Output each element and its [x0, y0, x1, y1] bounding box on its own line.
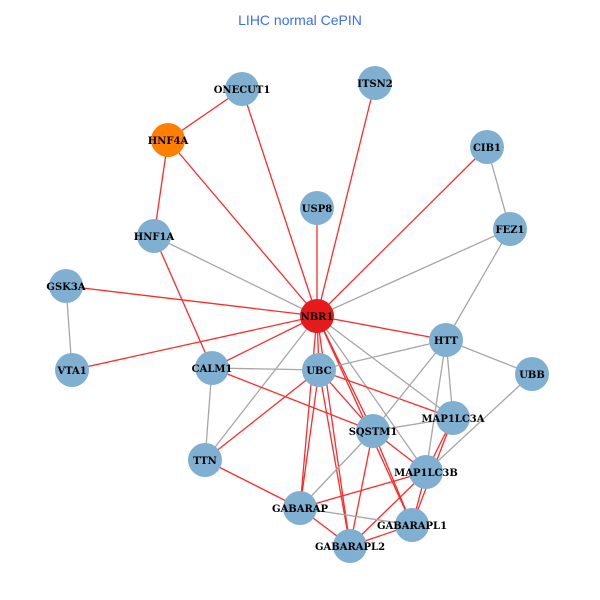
- node-ubc[interactable]: UBC: [302, 353, 336, 387]
- edge-vta1-nbr1: [71, 315, 318, 371]
- node-circle: [195, 351, 229, 385]
- node-circle: [300, 299, 334, 333]
- node-onecut1[interactable]: ONECUT1: [214, 72, 271, 106]
- node-fez1[interactable]: FEZ1: [493, 212, 527, 246]
- node-circle: [436, 401, 470, 435]
- node-label: HNF1A: [134, 232, 175, 243]
- node-label: UBB: [519, 370, 545, 381]
- node-circle: [333, 529, 367, 563]
- edge-nbr1-calm1: [211, 315, 318, 369]
- node-circle: [188, 443, 222, 477]
- edge-fez1-nbr1: [316, 228, 511, 317]
- node-circle: [356, 414, 390, 448]
- node-circle: [300, 191, 334, 225]
- node-hnf1a[interactable]: HNF1A: [134, 219, 175, 253]
- node-map1lc3a[interactable]: MAP1LC3A: [421, 401, 485, 435]
- edge-hnf4a-nbr1: [167, 139, 318, 317]
- node-label: FEZ1: [496, 225, 525, 236]
- edge-ubc-ttn: [204, 369, 320, 461]
- node-usp8[interactable]: USP8: [300, 191, 334, 225]
- edge-fez1-htt: [445, 228, 511, 341]
- node-label: MAP1LC3A: [421, 414, 484, 425]
- node-label: CALM1: [192, 364, 233, 375]
- node-circle: [493, 212, 527, 246]
- node-label: GABARAPL1: [377, 521, 447, 532]
- node-circle: [55, 353, 89, 387]
- node-gsk3a[interactable]: GSK3A: [46, 269, 86, 303]
- node-gabarapl2[interactable]: GABARAPL2: [315, 529, 385, 563]
- node-circle: [151, 123, 185, 157]
- node-calm1[interactable]: CALM1: [192, 351, 233, 385]
- edge-ubc-gabarap: [299, 369, 320, 509]
- node-label: MAP1LC3B: [394, 468, 458, 479]
- node-vta1[interactable]: VTA1: [55, 353, 89, 387]
- node-circle: [49, 269, 83, 303]
- edge-map1lc3b-gabarap: [299, 471, 427, 509]
- figure-title: LIHC normal CePIN: [238, 12, 362, 28]
- node-hnf4a[interactable]: HNF4A: [148, 123, 189, 157]
- edge-onecut1-nbr1: [241, 88, 318, 317]
- node-label: ONECUT1: [214, 85, 271, 96]
- node-label: GABARAPL2: [315, 542, 385, 553]
- node-label: GABARAP: [272, 504, 329, 515]
- edge-htt-sqstm1: [372, 339, 447, 432]
- node-cib1[interactable]: CIB1: [470, 130, 504, 164]
- node-circle: [409, 455, 443, 489]
- edge-nbr1-htt: [316, 315, 447, 341]
- edge-gsk3a-nbr1: [65, 285, 318, 317]
- edge-gabarap-gabarapl1: [299, 507, 413, 526]
- node-circle: [137, 219, 171, 253]
- edge-htt-map1lc3b: [425, 339, 447, 473]
- node-label: GSK3A: [46, 282, 85, 293]
- node-label: UBC: [306, 366, 331, 377]
- node-label: ITSN2: [357, 79, 392, 90]
- edge-hnf1a-calm1: [153, 235, 213, 369]
- edge-nbr1-map1lc3a: [316, 315, 454, 419]
- node-label: USP8: [302, 204, 332, 215]
- edge-nbr1-ttn: [204, 315, 318, 461]
- edge-itsn2-nbr1: [316, 82, 376, 317]
- edge-map1lc3b-gabarapl2: [349, 471, 427, 547]
- edge-nbr1-map1lc3b: [316, 315, 427, 473]
- edge-calm1-ubc: [211, 367, 320, 371]
- edge-sqstm1-gabarapl2: [349, 430, 374, 547]
- node-circle: [225, 72, 259, 106]
- node-gabarap[interactable]: GABARAP: [272, 491, 329, 525]
- edge-ubc-htt: [318, 339, 447, 371]
- node-ttn[interactable]: TTN: [188, 443, 222, 477]
- node-circle: [283, 491, 317, 525]
- node-circle: [302, 353, 336, 387]
- node-circle: [515, 357, 549, 391]
- node-gabarapl1[interactable]: GABARAPL1: [377, 508, 447, 542]
- edge-nbr1-gabarap: [299, 315, 318, 509]
- edge-ttn-gabarap: [204, 459, 301, 509]
- node-label: VTA1: [56, 366, 86, 377]
- node-htt[interactable]: HTT: [429, 323, 463, 357]
- node-circle: [395, 508, 429, 542]
- node-label: TTN: [193, 456, 217, 467]
- edge-sqstm1-gabarap: [299, 430, 374, 509]
- node-map1lc3b[interactable]: MAP1LC3B: [394, 455, 458, 489]
- node-label: HTT: [434, 336, 459, 347]
- edge-calm1-sqstm1: [211, 367, 374, 432]
- edge-hnf1a-nbr1: [153, 235, 318, 317]
- edge-ubc-map1lc3a: [318, 369, 454, 419]
- node-circle: [358, 66, 392, 100]
- node-label: SQSTM1: [349, 427, 398, 438]
- edge-ubb-map1lc3b: [425, 373, 533, 473]
- edge-cib1-nbr1: [316, 146, 488, 317]
- node-sqstm1[interactable]: SQSTM1: [349, 414, 398, 448]
- node-nbr1[interactable]: NBR1: [300, 299, 334, 333]
- node-circle: [429, 323, 463, 357]
- node-label: HNF4A: [148, 136, 189, 147]
- node-circle: [470, 130, 504, 164]
- node-ubb[interactable]: UBB: [515, 357, 549, 391]
- node-label: NBR1: [301, 312, 334, 323]
- node-label: CIB1: [473, 143, 501, 154]
- node-itsn2[interactable]: ITSN2: [357, 66, 393, 100]
- edge-ubc-gabarapl2: [318, 369, 351, 547]
